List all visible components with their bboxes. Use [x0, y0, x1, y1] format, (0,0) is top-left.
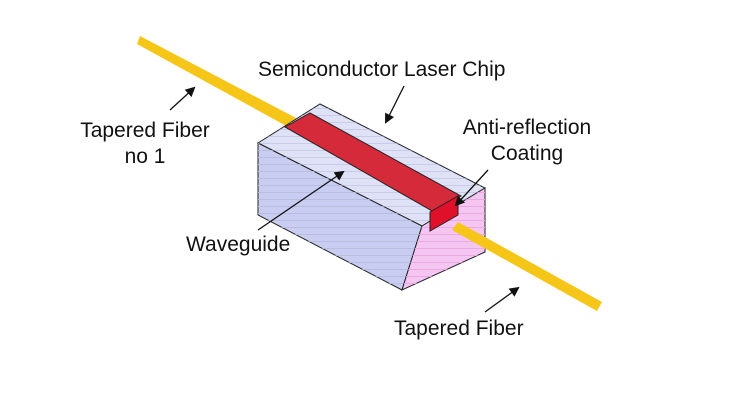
ar-coating-label: Anti-reflection Coating: [452, 115, 602, 167]
anti-reflection-coating: [429, 195, 459, 232]
waveguide-label-arrow: [257, 170, 345, 231]
fiber1-label-line2: no 1: [124, 145, 166, 168]
ar-label-line1: Anti-reflection: [462, 116, 592, 139]
chip-label-arrow: [385, 85, 405, 124]
tapered-fiber-1: [137, 36, 296, 128]
fiber2-label: Tapered Fiber: [394, 317, 524, 340]
tapered-fiber-2: [452, 222, 602, 311]
fiber1-label-line1: Tapered Fiber: [80, 119, 210, 142]
fiber2-label-arrow: [484, 286, 520, 313]
ar-label-arrow: [454, 169, 489, 207]
waveguide-label: Waveguide: [186, 233, 291, 256]
fiber1-label-arrow: [169, 86, 196, 111]
chip-label: Semiconductor Laser Chip: [258, 58, 506, 81]
fiber1-label: Tapered Fiber no 1: [60, 118, 230, 170]
ar-label-line2: Coating: [490, 142, 564, 165]
